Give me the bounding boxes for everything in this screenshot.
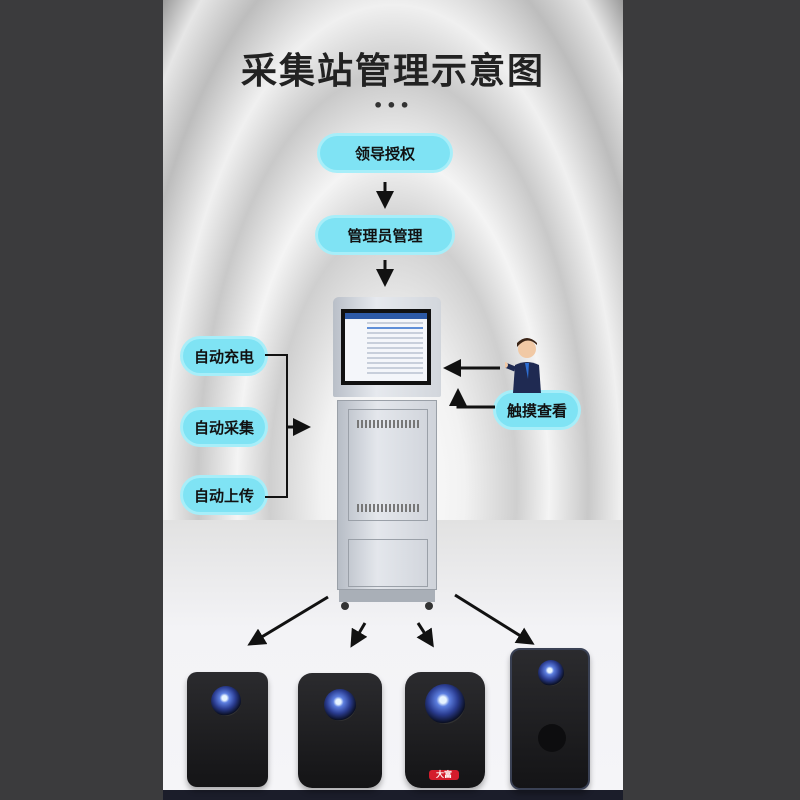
arrow-touch-view xyxy=(449,388,495,409)
label: 自动采集 xyxy=(193,418,254,437)
collection-station-kiosk xyxy=(333,297,441,610)
speaker xyxy=(538,724,566,752)
cloud-touch-view: 触摸查看 xyxy=(496,385,578,434)
body-camera-3: 大富 xyxy=(405,672,485,788)
cloud-leader-auth: 领导授权 xyxy=(320,128,450,177)
cabinet-lower-door xyxy=(348,539,428,587)
label: 自动充电 xyxy=(193,347,254,366)
left-bracket xyxy=(265,354,288,498)
arrow-cam-3 xyxy=(416,622,434,648)
bottom-bar xyxy=(163,790,623,800)
title-dots: ••• xyxy=(373,96,413,115)
kiosk-touchscreen xyxy=(341,309,431,385)
arrow-cam-1 xyxy=(247,595,329,646)
camera-brand-logo: 大富 xyxy=(429,770,459,780)
arrow-cam-2 xyxy=(350,622,368,648)
wheel xyxy=(341,602,349,610)
kiosk-base xyxy=(339,590,435,602)
label: 管理员管理 xyxy=(347,226,423,245)
kiosk-cabinet xyxy=(337,400,437,590)
label: 自动上传 xyxy=(193,486,254,505)
cloud-auto-upload: 自动上传 xyxy=(183,470,265,519)
operator-person-icon xyxy=(505,338,541,393)
body-camera-1 xyxy=(187,672,268,787)
page-title: 采集站管理示意图 xyxy=(240,51,545,92)
cloud-auto-collect: 自动采集 xyxy=(183,402,265,451)
label: 领导授权 xyxy=(354,144,415,163)
kiosk-head xyxy=(333,297,441,397)
body-camera-2 xyxy=(298,673,382,788)
label: 触摸查看 xyxy=(506,401,567,420)
arrow-cam-4 xyxy=(454,593,535,645)
cabinet-door xyxy=(348,409,428,521)
wheel xyxy=(425,602,433,610)
body-camera-4 xyxy=(510,648,590,790)
